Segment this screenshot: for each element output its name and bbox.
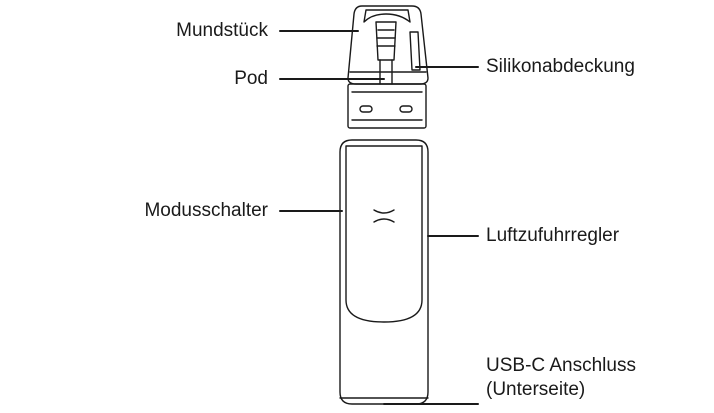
leader-lines [279,30,479,405]
body-outline [339,139,429,405]
x-logo [373,209,395,223]
label-silikonabdeckung: Silikonabdeckung [486,56,635,77]
silicone-cover-shape [409,31,421,71]
label-pod: Pod [234,68,268,89]
label-luftzufuhrregler: Luftzufuhrregler [486,225,620,246]
front-panel [345,145,423,323]
label-mundstueck: Mundstück [176,20,268,41]
label-usb-line2: (Unterseite) [486,379,586,400]
device-body [339,139,429,405]
mouthpiece-inner [363,9,411,23]
label-modusschalter: Modusschalter [144,200,268,221]
label-usb-line1: USB-C Anschluss [486,355,636,376]
pod-base [347,83,427,129]
pod-cartridge [347,5,429,129]
mouthpiece-slot [375,21,397,61]
